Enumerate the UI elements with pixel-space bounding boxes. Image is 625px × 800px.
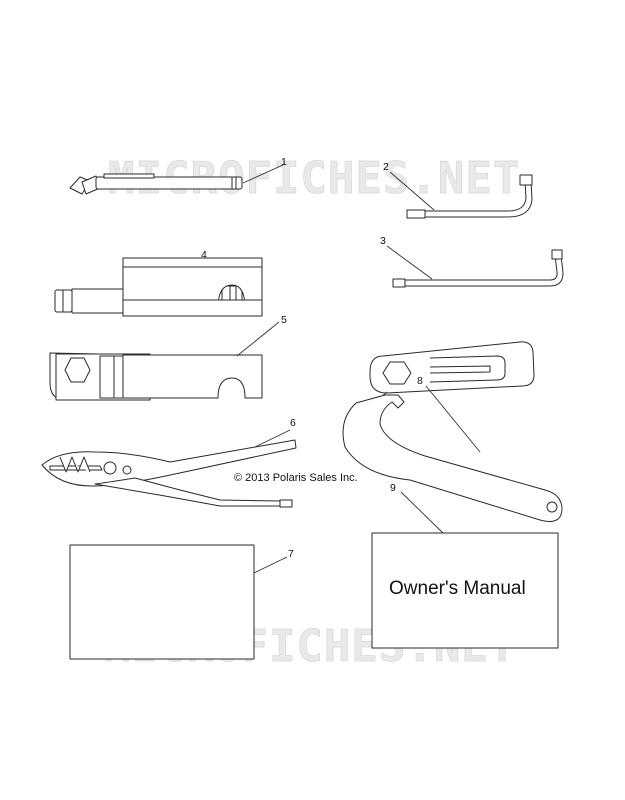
callout-7: 7: [288, 548, 294, 560]
leader-2: [389, 171, 435, 211]
callout-1: 1: [281, 156, 287, 168]
leader-1: [242, 164, 284, 184]
leader-7: [253, 556, 288, 574]
callout-9: 9: [390, 482, 396, 494]
leader-3: [386, 245, 433, 280]
leader-5: [236, 321, 280, 357]
part-5-fork-spanner: [49, 257, 263, 401]
part-2-hex-key: [406, 174, 533, 219]
leader-9: [400, 491, 444, 534]
copyright-notice: © 2013 Polaris Sales Inc.: [234, 472, 358, 484]
part-9-owners-manual: Owner's Manual: [371, 532, 559, 649]
part-7-card: [69, 544, 255, 660]
part-8-hook-spanner: [342, 394, 563, 522]
part-6-pliers: [41, 439, 297, 508]
part-3-hex-key: [392, 249, 564, 288]
part-10-box-wrench: [369, 341, 535, 394]
part-1-spark-plug-tool: [69, 173, 243, 195]
callout-5: 5: [281, 314, 287, 326]
owners-manual-label: Owner's Manual: [389, 578, 526, 599]
callout-3: 3: [380, 235, 386, 247]
callout-4: 4: [201, 249, 207, 261]
callout-2: 2: [383, 161, 389, 173]
leader-6: [254, 429, 291, 448]
callout-6: 6: [290, 417, 296, 429]
watermark-top: MICROFICHES.NET: [108, 153, 520, 204]
callout-8: 8: [417, 375, 423, 387]
leader-8: [425, 385, 481, 453]
